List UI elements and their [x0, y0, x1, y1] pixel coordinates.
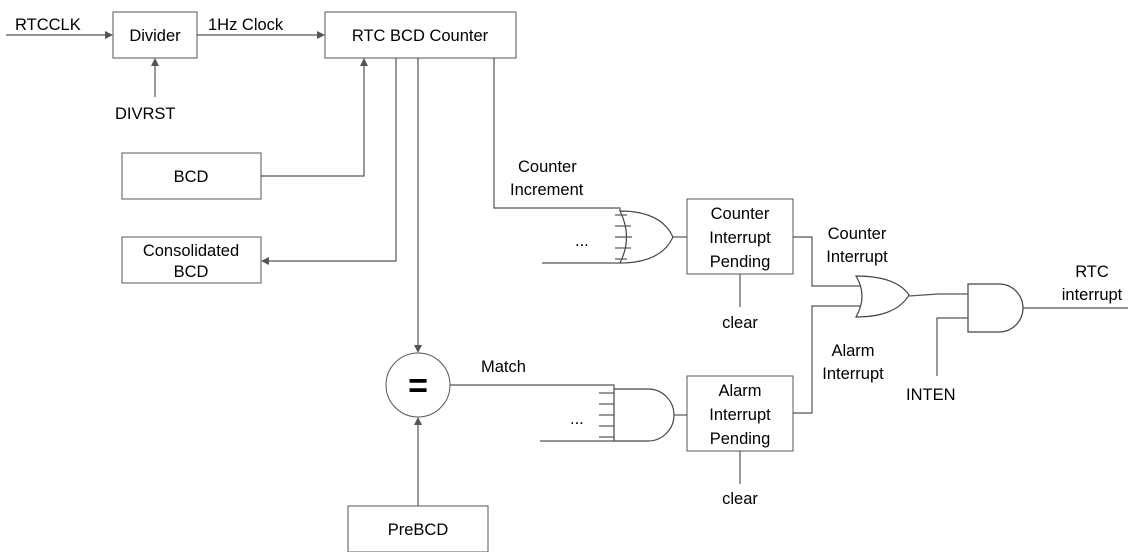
or-to-and-wire	[908, 293, 968, 297]
alarm-interrupt-wire	[793, 305, 860, 414]
inten-wire	[936, 317, 968, 376]
alarm-clear-label: clear	[722, 490, 758, 508]
comparator-symbol: =	[408, 367, 428, 405]
counter-increment-wire	[493, 58, 621, 211]
clock-1hz-arrowhead	[317, 31, 325, 39]
counter-pending-line3: Pending	[710, 253, 771, 271]
alarm-pending-line1: Alarm	[718, 382, 761, 400]
counter-to-consolidated-wire	[268, 58, 397, 262]
clock-1hz-label: 1Hz Clock	[208, 16, 284, 34]
rtc-interrupt-label-line1: RTC	[1075, 263, 1109, 281]
bcd-to-counter-wire	[261, 65, 365, 177]
alarm-pending-line3: Pending	[710, 430, 771, 448]
consolidated-bcd-block: Consolidated BCD	[121, 236, 262, 284]
combine-or-gate	[854, 275, 910, 318]
match-wire	[450, 384, 615, 389]
counter-interrupt-wire	[793, 236, 860, 287]
alarm-ellipsis: ...	[570, 410, 584, 428]
rtcclk-arrowhead	[105, 31, 113, 39]
counter-ellipsis: ...	[575, 232, 589, 250]
divrst-label: DIVRST	[115, 105, 176, 123]
consolidated-bcd-label-line1: Consolidated	[143, 242, 239, 260]
bcd-label: BCD	[174, 168, 209, 186]
divider-block: Divider	[112, 11, 198, 59]
divrst-arrowhead	[151, 58, 159, 66]
alarm-interrupt-label-line2: Interrupt	[822, 365, 884, 383]
counter-increment-label-line2: Increment	[510, 181, 584, 199]
bcd-block: BCD	[121, 152, 262, 200]
comparator-top-arrowhead	[414, 345, 422, 353]
consolidated-bcd-label-line2: BCD	[174, 263, 209, 281]
prebcd-block: PreBCD	[347, 505, 489, 552]
counter-clear-label: clear	[722, 314, 758, 332]
alarm-interrupt-pending-block: Alarm Interrupt Pending	[686, 375, 794, 452]
alarm-and-inputs	[540, 392, 614, 442]
counter-interrupt-label-line1: Counter	[828, 225, 887, 243]
counter-interrupt-pending-block: Counter Interrupt Pending	[686, 198, 794, 275]
match-label: Match	[481, 358, 526, 376]
alarm-interrupt-label-line1: Alarm	[831, 342, 874, 360]
inten-and-gate	[967, 283, 1024, 333]
rtc-bcd-counter-label: RTC BCD Counter	[352, 27, 489, 45]
counter-or-inputs	[542, 214, 632, 264]
rtc-interrupt-label-line2: interrupt	[1062, 286, 1123, 304]
bcd-arrowhead	[360, 58, 368, 66]
counter-increment-label-line1: Counter	[518, 158, 577, 176]
inten-label: INTEN	[906, 386, 956, 404]
alarm-pending-line2: Interrupt	[709, 406, 771, 424]
divider-label: Divider	[129, 27, 181, 45]
comparator-block: =	[385, 352, 451, 418]
comparator-bottom-arrowhead	[414, 417, 422, 425]
rtc-bcd-counter-block: RTC BCD Counter	[324, 11, 517, 59]
prebcd-label: PreBCD	[388, 521, 449, 539]
alarm-and-gate	[613, 388, 675, 442]
consolidated-arrowhead	[261, 257, 269, 265]
rtcclk-label: RTCCLK	[15, 16, 81, 34]
counter-interrupt-label-line2: Interrupt	[826, 248, 888, 266]
counter-or-gate	[619, 210, 674, 264]
counter-pending-line1: Counter	[711, 205, 770, 223]
counter-pending-line2: Interrupt	[709, 229, 771, 247]
